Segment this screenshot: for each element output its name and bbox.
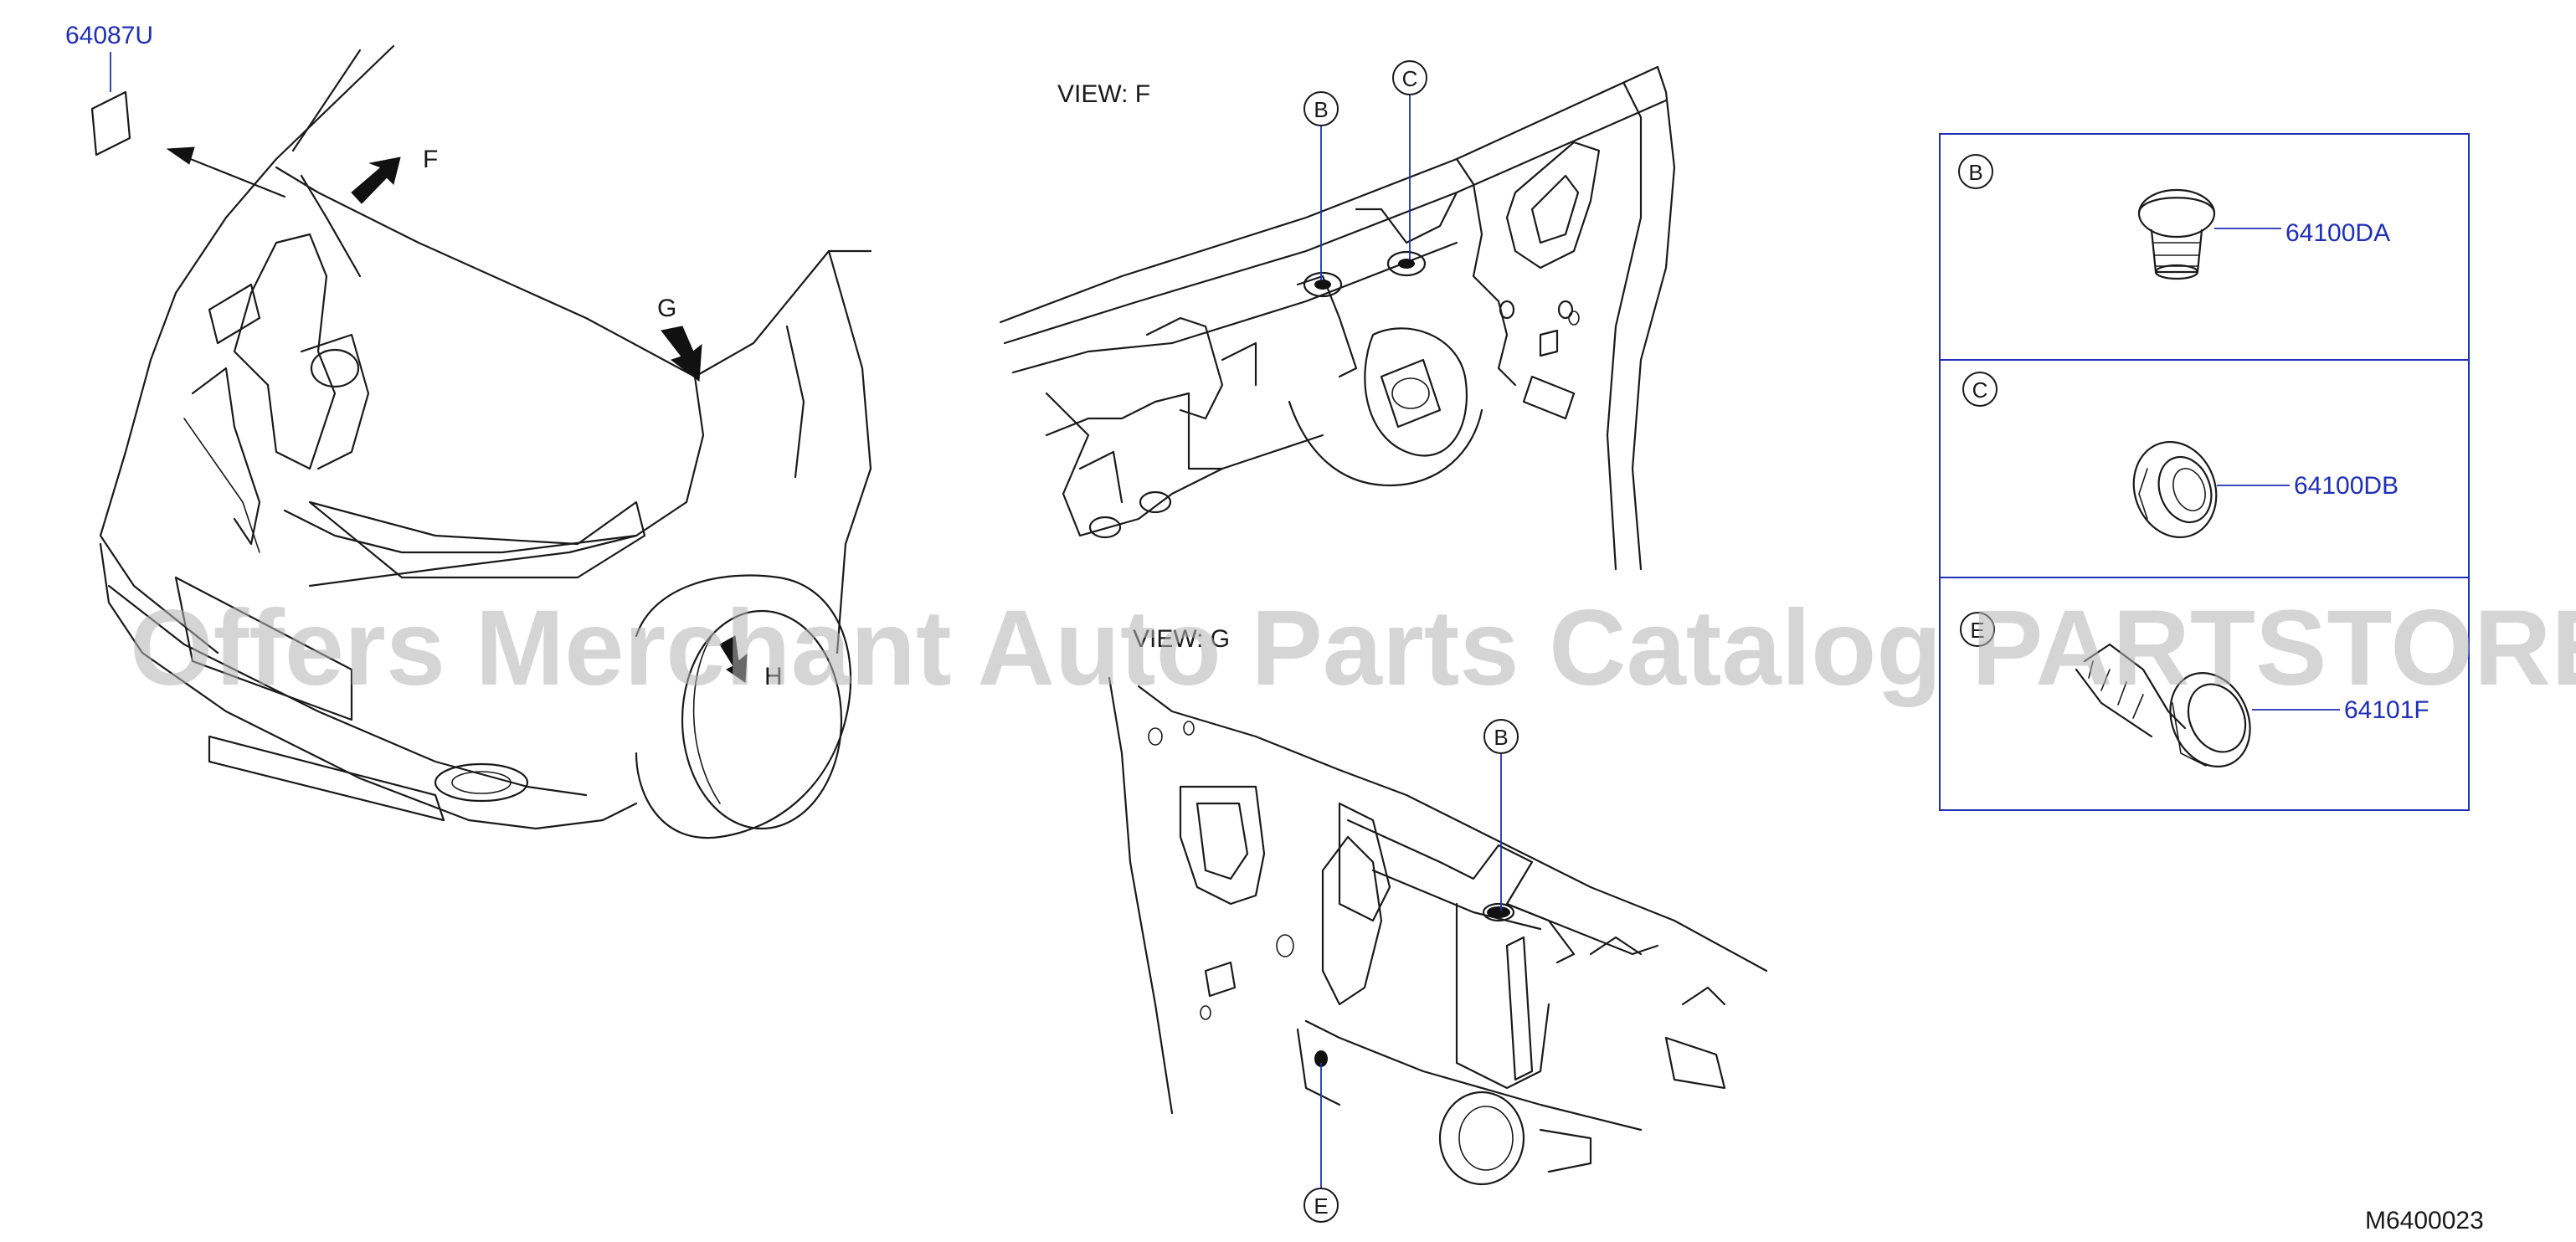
- view-f-callout-c[interactable]: C: [1392, 60, 1427, 259]
- svg-text:64101F: 64101F: [2344, 696, 2429, 724]
- svg-text:C: C: [1972, 377, 1988, 403]
- view-h-direction-arrow: H: [719, 635, 783, 690]
- svg-text:64087U: 64087U: [65, 22, 153, 49]
- svg-text:G: G: [657, 295, 676, 322]
- view-g-callout-b[interactable]: B: [1483, 719, 1519, 911]
- part-64087u[interactable]: 64087U: [65, 22, 153, 92]
- grommet-64100db-illustration: [2132, 440, 2218, 539]
- svg-text:B: B: [1314, 97, 1328, 122]
- view-g-direction-arrow: G: [657, 295, 702, 382]
- svg-text:E: E: [1314, 1193, 1328, 1219]
- part-64101f[interactable]: 64101F: [2252, 696, 2429, 724]
- part-64100da[interactable]: 64100DA: [2214, 219, 2390, 247]
- svg-text:B: B: [1494, 725, 1508, 750]
- svg-text:B: B: [1968, 160, 1982, 185]
- legend-row-c: [1939, 359, 2470, 578]
- watermark-text: Offers Merchant Auto Parts Catalog PARTS…: [130, 588, 2576, 708]
- view-g-label: VIEW: G: [1133, 625, 1230, 653]
- svg-text:64100DB: 64100DB: [2294, 472, 2399, 500]
- view-f-direction-arrow: F: [351, 146, 438, 204]
- svg-text:64100DA: 64100DA: [2285, 219, 2390, 247]
- legend-row-b: [1939, 133, 2470, 361]
- svg-text:C: C: [1402, 66, 1418, 91]
- clip-64101f-illustration: [2075, 643, 2251, 768]
- svg-text:F: F: [423, 146, 438, 173]
- clip-64100da-illustration: [2137, 188, 2216, 280]
- legend-row-e: [1939, 577, 2470, 811]
- vehicle-front-illustration: [90, 44, 872, 839]
- view-f-callout-b[interactable]: B: [1303, 91, 1339, 280]
- svg-text:H: H: [764, 663, 783, 690]
- view-f-label: VIEW: F: [1057, 80, 1150, 108]
- view-f-illustration: [999, 65, 1676, 571]
- view-g-illustration: [1108, 676, 1768, 1186]
- part-64100db[interactable]: 64100DB: [2217, 472, 2399, 500]
- diagram-id: M6400023: [2365, 1207, 2484, 1234]
- fastener-legend: B 64100DA C 64100DB E: [1939, 133, 2470, 811]
- svg-text:E: E: [1970, 618, 1984, 643]
- view-g-callout-e[interactable]: E: [1303, 1063, 1339, 1223]
